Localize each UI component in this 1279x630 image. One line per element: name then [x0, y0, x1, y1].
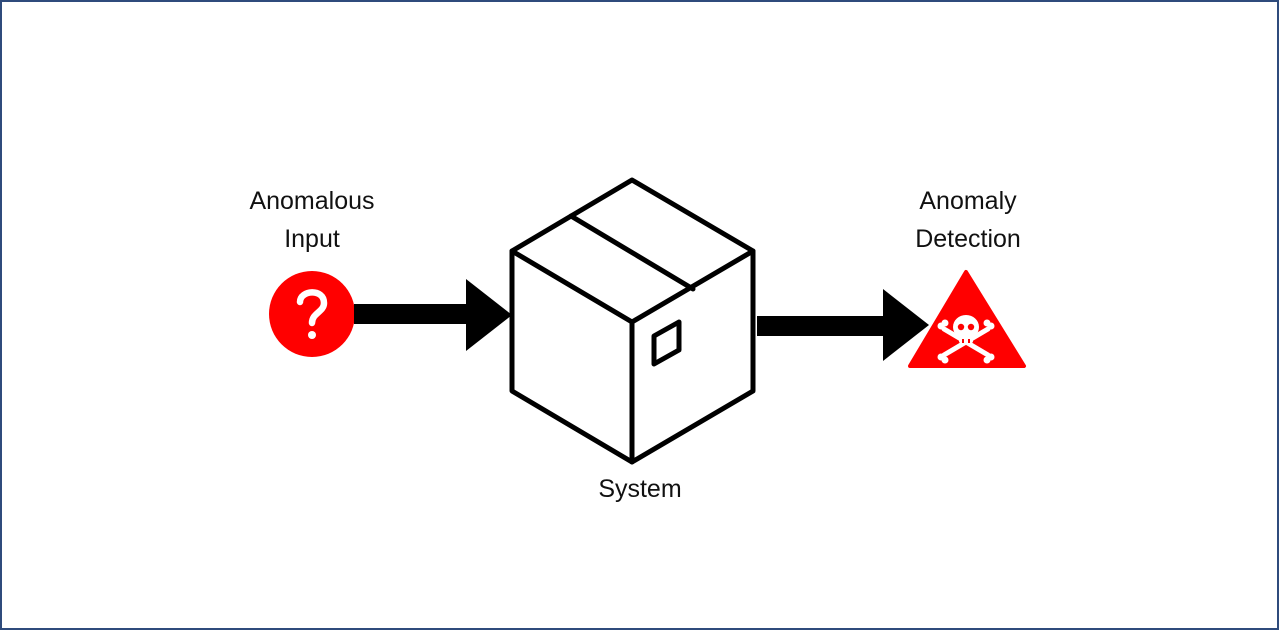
- anomalous-input-label-line1: Anomalous: [249, 187, 375, 215]
- input-arrow: [354, 279, 512, 351]
- box-icon: [509, 177, 756, 465]
- anomaly-detection-label-line2: Detection: [915, 225, 1021, 253]
- output-arrow: [757, 289, 929, 361]
- anomalous-input-label-line2: Input: [284, 225, 340, 253]
- anomaly-detection-label: Anomaly Detection: [868, 182, 1068, 258]
- skull-warning-icon: [908, 270, 1026, 368]
- system-label: System: [598, 475, 682, 503]
- question-mark-icon: [269, 271, 355, 357]
- anomalous-input-label: Anomalous Input: [212, 182, 412, 258]
- anomaly-detection-label-line1: Anomaly: [919, 187, 1017, 215]
